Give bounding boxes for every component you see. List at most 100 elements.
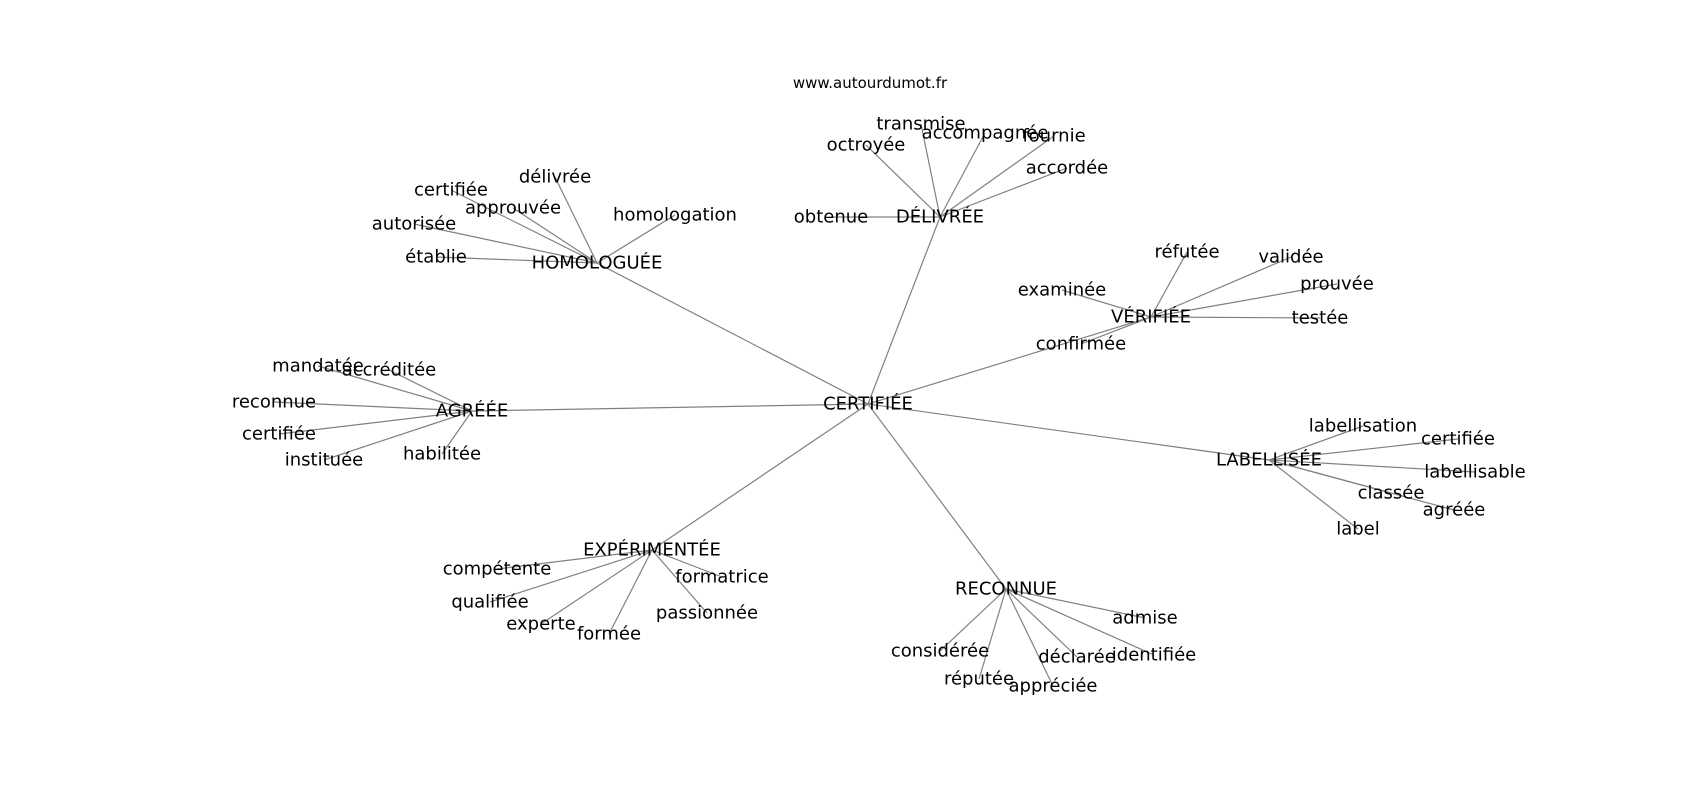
leaf-node-homologuee-3[interactable]: homologation — [613, 205, 737, 226]
edge-labellisee-5 — [1268, 459, 1359, 530]
edge-center-reconnue — [867, 403, 1007, 590]
edge-agreee-3 — [278, 410, 473, 435]
edge-homologuee-4 — [413, 223, 598, 264]
edge-reconnue-1 — [939, 588, 1007, 652]
source-url: www.autourdumot.fr — [793, 74, 948, 92]
leaf-node-reconnue-2[interactable]: identifiée — [1112, 645, 1196, 666]
leaf-node-experimentee-4[interactable]: experte — [506, 614, 575, 635]
edge-verifiee-2 — [1150, 283, 1338, 318]
hub-node-experimentee[interactable]: EXPÉRIMENTÉE — [583, 539, 721, 561]
leaf-node-verifiee-0[interactable]: réfutée — [1154, 242, 1219, 263]
leaf-node-homologuee-4[interactable]: autorisée — [372, 214, 456, 235]
edge-reconnue-5 — [1005, 588, 1054, 687]
leaf-node-experimentee-3[interactable]: passionnée — [656, 603, 758, 624]
edge-verifiee-5 — [1080, 316, 1152, 345]
edge-delivree-2 — [939, 135, 1055, 218]
edge-verifiee-1 — [1150, 256, 1292, 318]
hub-node-agreee[interactable]: AGRÉÉE — [436, 400, 509, 422]
edge-experimentee-4 — [540, 549, 653, 625]
leaf-node-reconnue-1[interactable]: considérée — [891, 641, 989, 662]
edge-experimentee-5 — [608, 549, 653, 635]
leaf-node-homologuee-1[interactable]: certifiée — [414, 180, 488, 201]
hub-node-labellisee[interactable]: LABELLISÉE — [1216, 449, 1322, 471]
edge-delivree-1 — [939, 132, 986, 218]
leaf-node-verifiee-5[interactable]: confirmée — [1036, 334, 1126, 355]
leaf-node-reconnue-4[interactable]: réputée — [944, 669, 1014, 690]
leaf-node-experimentee-1[interactable]: formatrice — [675, 567, 768, 588]
hub-node-homologuee[interactable]: HOMOLOGUÉE — [532, 252, 663, 274]
hub-node-reconnue[interactable]: RECONNUE — [955, 579, 1057, 600]
leaf-node-verifiee-2[interactable]: prouvée — [1300, 274, 1374, 295]
leaf-node-delivree-1[interactable]: accompagnée — [922, 123, 1049, 144]
leaf-node-labellisee-3[interactable]: classée — [1358, 483, 1425, 504]
edge-center-agreee — [471, 403, 869, 412]
leaf-node-delivree-0[interactable]: transmise — [876, 114, 965, 135]
edge-verifiee-4 — [1150, 316, 1321, 319]
leaf-node-verifiee-4[interactable]: testée — [1292, 308, 1349, 329]
edge-experimentee-2 — [489, 549, 653, 603]
edge-center-verifiee — [867, 316, 1152, 405]
edge-experimentee-3 — [651, 549, 708, 614]
edge-reconnue-2 — [1005, 588, 1155, 656]
edge-center-homologuee — [596, 262, 869, 405]
leaf-node-labellisee-4[interactable]: agréée — [1423, 500, 1486, 521]
edge-labellisee-0 — [1268, 425, 1364, 461]
edge-experimentee-1 — [651, 549, 723, 578]
leaf-node-experimentee-2[interactable]: qualifiée — [451, 592, 528, 613]
edge-agreee-2 — [273, 401, 473, 412]
leaf-node-agreee-3[interactable]: certifiée — [242, 424, 316, 445]
edge-experimentee-0 — [496, 549, 653, 570]
edge-center-delivree — [867, 216, 941, 405]
labels-layer: CERTIFIÉEHOMOLOGUÉEdélivréecertifiéeappr… — [232, 114, 1526, 697]
edge-homologuee-0 — [554, 176, 598, 264]
leaf-node-agreee-2[interactable]: reconnue — [232, 392, 316, 413]
edge-reconnue-3 — [1005, 588, 1078, 658]
leaf-node-reconnue-5[interactable]: appréciée — [1008, 676, 1097, 697]
edge-agreee-5 — [441, 410, 473, 455]
leaf-node-reconnue-0[interactable]: admise — [1112, 608, 1177, 629]
leaf-node-experimentee-5[interactable]: formée — [577, 624, 641, 645]
leaf-node-labellisee-1[interactable]: certifiée — [1421, 429, 1495, 450]
edge-agreee-1 — [388, 369, 473, 412]
edges-layer — [273, 123, 1476, 687]
leaf-node-agreee-4[interactable]: instituée — [285, 450, 363, 471]
leaf-node-labellisee-2[interactable]: labellisable — [1424, 462, 1525, 483]
leaf-node-agreee-1[interactable]: accréditée — [342, 360, 437, 381]
edge-homologuee-1 — [450, 189, 598, 264]
leaf-node-labellisee-0[interactable]: labellisation — [1309, 416, 1417, 437]
edge-delivree-0 — [920, 123, 941, 218]
edge-delivree-3 — [865, 144, 941, 218]
leaf-node-homologuee-2[interactable]: approuvée — [465, 198, 561, 219]
edge-center-labellisee — [867, 403, 1270, 461]
edge-labellisee-1 — [1268, 438, 1459, 461]
leaf-node-delivree-2[interactable]: fournie — [1022, 126, 1085, 147]
edge-labellisee-4 — [1268, 459, 1455, 511]
leaf-node-verifiee-1[interactable]: validée — [1258, 247, 1323, 268]
leaf-node-reconnue-3[interactable]: déclarée — [1038, 647, 1116, 668]
leaf-node-agreee-0[interactable]: mandatée — [272, 356, 364, 377]
edge-reconnue-4 — [978, 588, 1007, 680]
edge-center-experimentee — [651, 403, 869, 551]
leaf-node-delivree-4[interactable]: accordée — [1026, 158, 1109, 179]
edge-reconnue-0 — [1005, 588, 1146, 619]
edge-homologuee-3 — [596, 214, 676, 264]
edge-homologuee-2 — [512, 207, 598, 264]
leaf-node-delivree-3[interactable]: octroyée — [827, 135, 906, 156]
edge-agreee-0 — [317, 365, 473, 412]
leaf-node-experimentee-0[interactable]: compétente — [443, 559, 552, 580]
edge-verifiee-0 — [1150, 251, 1188, 318]
edge-homologuee-5 — [435, 256, 598, 264]
edge-delivree-4 — [939, 167, 1068, 218]
leaf-node-homologuee-0[interactable]: délivrée — [519, 167, 591, 188]
hub-node-delivree[interactable]: DÉLIVRÉE — [896, 206, 984, 228]
hub-node-verifiee[interactable]: VÉRIFIÉE — [1111, 306, 1191, 328]
leaf-node-verifiee-3[interactable]: examinée — [1018, 280, 1107, 301]
edge-verifiee-3 — [1061, 289, 1152, 318]
leaf-node-delivree-5[interactable]: obtenue — [794, 207, 868, 228]
leaf-node-agreee-5[interactable]: habilitée — [403, 444, 481, 465]
center-node-label[interactable]: CERTIFIÉE — [823, 393, 913, 415]
edge-labellisee-2 — [1268, 459, 1476, 473]
leaf-node-homologuee-5[interactable]: établie — [405, 247, 467, 268]
leaf-node-labellisee-5[interactable]: label — [1336, 519, 1380, 540]
